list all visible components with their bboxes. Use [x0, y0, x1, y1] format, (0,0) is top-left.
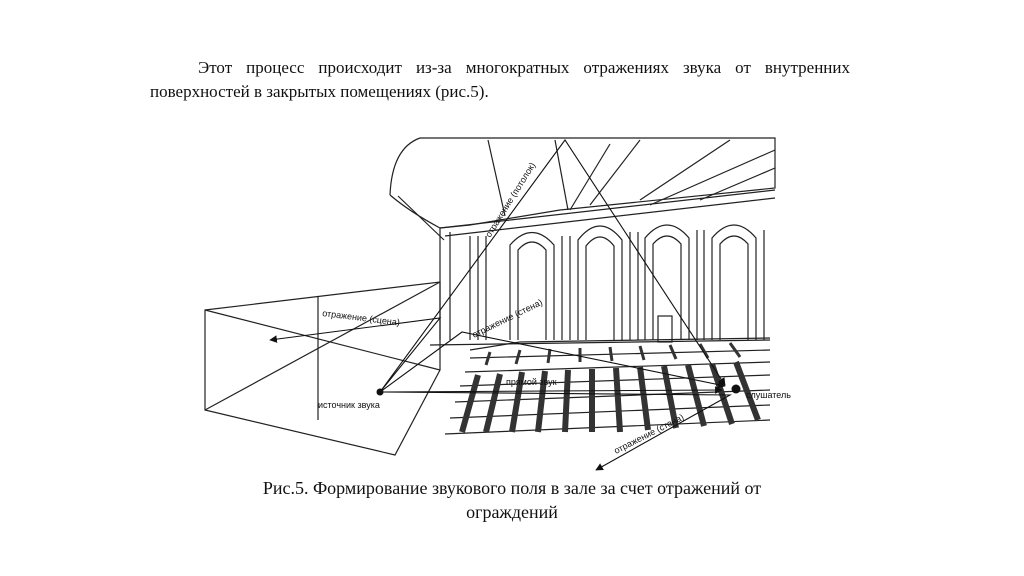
- ceiling-outline: [390, 138, 775, 228]
- sound-source-label: источник звука: [318, 400, 380, 410]
- stage-ray: [270, 318, 440, 392]
- ceiling-reflection-label: отражение (потолок): [483, 161, 537, 239]
- listener-label: слушатель: [746, 390, 791, 400]
- arched-windows: [510, 225, 764, 342]
- direct-sound-label: прямой звук: [506, 377, 557, 387]
- wall-ray-lower: [380, 392, 730, 470]
- figure-caption: Рис.5. Формирование звукового поля в зал…: [150, 476, 874, 524]
- source-dot: [377, 389, 384, 396]
- caption-line-2: ограждений: [150, 500, 874, 524]
- seating-rows: [445, 338, 770, 434]
- hall-structure: [390, 138, 775, 340]
- upper-wall-reflection-label: отражение (стена): [470, 297, 544, 340]
- listener-dot: [732, 385, 741, 394]
- caption-line-1: Рис.5. Формирование звукового поля в зал…: [150, 476, 874, 500]
- sound-rays: [270, 140, 730, 470]
